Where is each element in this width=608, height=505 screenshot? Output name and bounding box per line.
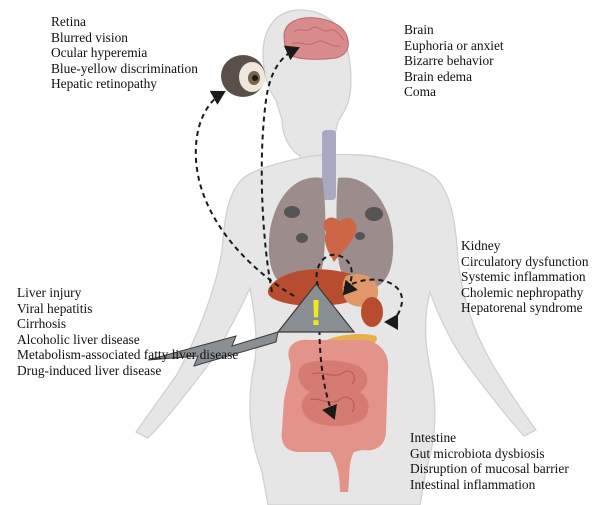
label-line: Ocular hyperemia: [51, 45, 198, 61]
label-line: Metabolism-associated fatty liver diseas…: [17, 347, 238, 363]
kidney-effects: Kidney Circulatory dysfunction Systemic …: [461, 238, 589, 316]
label-line: Drug-induced liver disease: [17, 363, 238, 379]
label-line: Euphoria or anxiet: [404, 38, 504, 54]
label-line: Liver injury: [17, 285, 238, 301]
brain-effects: Brain Euphoria or anxiet Bizarre behavio…: [404, 22, 504, 100]
intestine-effects: Intestine Gut microbiota dysbiosis Disru…: [410, 430, 569, 492]
lung-lesion: [355, 232, 365, 240]
retina-effects: Retina Blurred vision Ocular hyperemia B…: [51, 14, 198, 92]
label-line: Retina: [51, 14, 198, 30]
kidney-right: [361, 297, 383, 327]
label-line: Brain edema: [404, 69, 504, 85]
label-line: Intestinal inflammation: [410, 477, 569, 493]
label-line: Brain: [404, 22, 504, 38]
label-line: Systemic inflammation: [461, 269, 589, 285]
warning-mark: !: [310, 292, 322, 333]
label-line: Bizarre behavior: [404, 53, 504, 69]
small-intestine: [298, 360, 368, 426]
label-line: Circulatory dysfunction: [461, 254, 589, 270]
liver-conditions: Liver injury Viral hepatitis Cirrhosis A…: [17, 285, 238, 379]
eye-icon: [221, 55, 265, 97]
label-line: Blurred vision: [51, 30, 198, 46]
lung-lesion: [365, 207, 383, 221]
label-line: Hepatic retinopathy: [51, 76, 198, 92]
brain: [284, 18, 348, 60]
trachea: [322, 130, 336, 200]
label-line: Coma: [404, 84, 504, 100]
lung-lesion: [296, 233, 308, 243]
label-line: Cirrhosis: [17, 316, 238, 332]
label-line: Viral hepatitis: [17, 301, 238, 317]
label-line: Disruption of mucosal barrier: [410, 461, 569, 477]
label-line: Hepatorenal syndrome: [461, 300, 589, 316]
label-line: Kidney: [461, 238, 589, 254]
label-line: Cholemic nephropathy: [461, 285, 589, 301]
label-line: Alcoholic liver disease: [17, 332, 238, 348]
lung-lesion: [284, 206, 300, 218]
label-line: Intestine: [410, 430, 569, 446]
label-line: Blue-yellow discrimination: [51, 61, 198, 77]
label-line: Gut microbiota dysbiosis: [410, 446, 569, 462]
